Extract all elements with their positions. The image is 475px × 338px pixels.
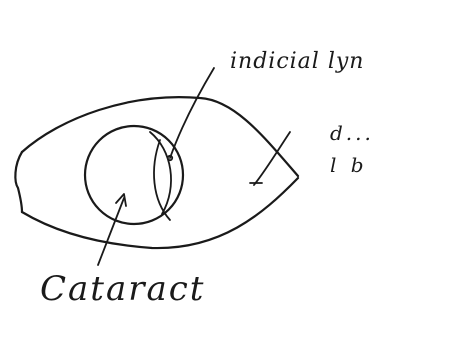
eye-outline-lower xyxy=(20,176,300,250)
arrowhead-cataract xyxy=(115,193,127,207)
iris-circle xyxy=(83,124,185,226)
leader-line-top xyxy=(169,67,215,159)
label-cataract: Cataract xyxy=(40,269,205,309)
label-right-note-1: d... xyxy=(330,121,374,145)
pupil-arc-inner xyxy=(153,139,171,221)
leader-line-right xyxy=(253,131,291,186)
leader-line-cataract xyxy=(97,197,125,266)
eye-outline-upper xyxy=(20,96,300,178)
label-right-note-2: l b xyxy=(330,153,368,177)
eye-corner-left xyxy=(14,150,24,214)
pupil-arc-outer xyxy=(149,131,172,215)
label-top-right: indicial lyn xyxy=(230,49,364,74)
